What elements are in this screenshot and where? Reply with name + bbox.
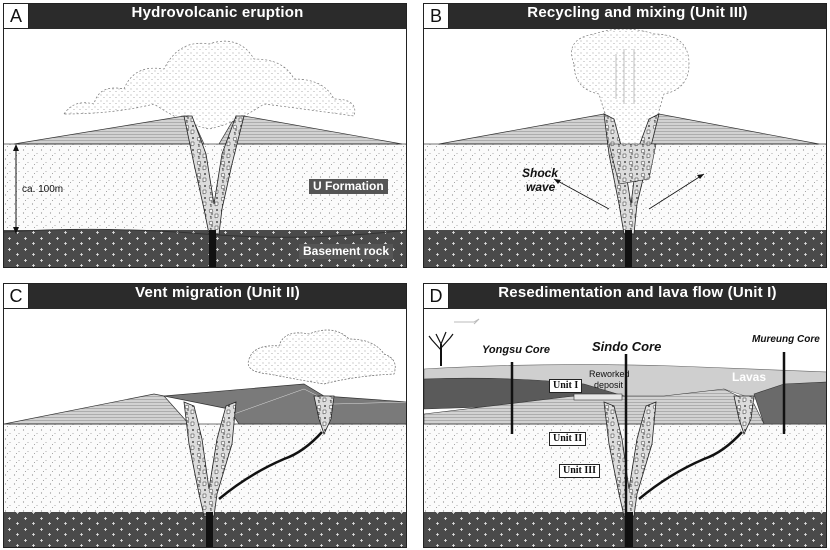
tephra-ring-right bbox=[218, 115, 403, 145]
panel-d-title: Resedimentation and lava flow (Unit I) bbox=[498, 284, 777, 301]
ash-column bbox=[571, 28, 690, 145]
panel-d-illustration bbox=[424, 318, 826, 547]
panel-a-title: Hydrovolcanic eruption bbox=[131, 4, 304, 21]
migrating-dike bbox=[218, 431, 323, 500]
panel-b-letter: B bbox=[424, 4, 449, 29]
unit-iii-label: Unit III bbox=[559, 464, 601, 478]
panel-c: C Vent migration (Unit II) bbox=[3, 283, 407, 548]
panel-b-title: Recycling and mixing (Unit III) bbox=[527, 4, 748, 21]
eruption-cloud bbox=[63, 40, 356, 130]
reworked-label-line1: Reworked bbox=[589, 369, 630, 379]
lavas-label: Lavas bbox=[732, 370, 767, 384]
panel-d-header: D Resedimentation and lava flow (Unit I) bbox=[424, 284, 826, 309]
cloud-c bbox=[247, 329, 396, 385]
ring-dark bbox=[163, 383, 406, 425]
yongsu-core-label: Yongsu Core bbox=[482, 344, 551, 356]
diatreme bbox=[183, 115, 245, 235]
panel-d-letter: D bbox=[424, 284, 449, 309]
u-formation-label: U Formation bbox=[309, 179, 388, 194]
mureung-core-label: Mureung Core bbox=[752, 334, 820, 345]
panel-b-header: B Recycling and mixing (Unit III) bbox=[424, 4, 826, 29]
lavas-dark-right bbox=[753, 381, 826, 425]
panel-c-title: Vent migration (Unit II) bbox=[135, 284, 300, 301]
panel-a-letter: A bbox=[4, 4, 29, 29]
feeder-dike bbox=[209, 230, 216, 267]
panel-a: A Hydrovolcanic eruption ca. 100m U Form… bbox=[3, 3, 407, 268]
panel-c-illustration bbox=[4, 329, 406, 547]
depth-label: ca. 100m bbox=[22, 184, 64, 195]
unit-ii-label: Unit II bbox=[549, 432, 587, 446]
small-arrow-icon bbox=[454, 318, 480, 325]
unit-i-label: Unit I bbox=[549, 379, 583, 393]
shock-arrow-left bbox=[553, 178, 610, 210]
panel-b: B Recycling and mixing (Unit III) Shock … bbox=[423, 3, 827, 268]
panel-a-header: A Hydrovolcanic eruption bbox=[4, 4, 406, 29]
panel-c-letter: C bbox=[4, 284, 29, 309]
shock-label-line2: wave bbox=[526, 180, 556, 194]
reworked-deposit bbox=[573, 393, 623, 401]
basement-rock-label: Basement rock bbox=[299, 244, 394, 259]
panel-c-header: C Vent migration (Unit II) bbox=[4, 284, 406, 309]
tephra-ring-left bbox=[13, 115, 205, 145]
reworked-label-line2: deposit bbox=[594, 380, 624, 390]
sindo-core-label: Sindo Core bbox=[592, 339, 662, 354]
panel-d: D Resedimentation and lava flow (Unit I)… bbox=[423, 283, 827, 548]
shock-label-line1: Shock bbox=[522, 166, 559, 180]
panel-a-illustration bbox=[4, 40, 406, 267]
tree-icon bbox=[428, 331, 454, 366]
panel-b-illustration bbox=[424, 28, 826, 267]
shock-arrow-right bbox=[648, 173, 705, 210]
